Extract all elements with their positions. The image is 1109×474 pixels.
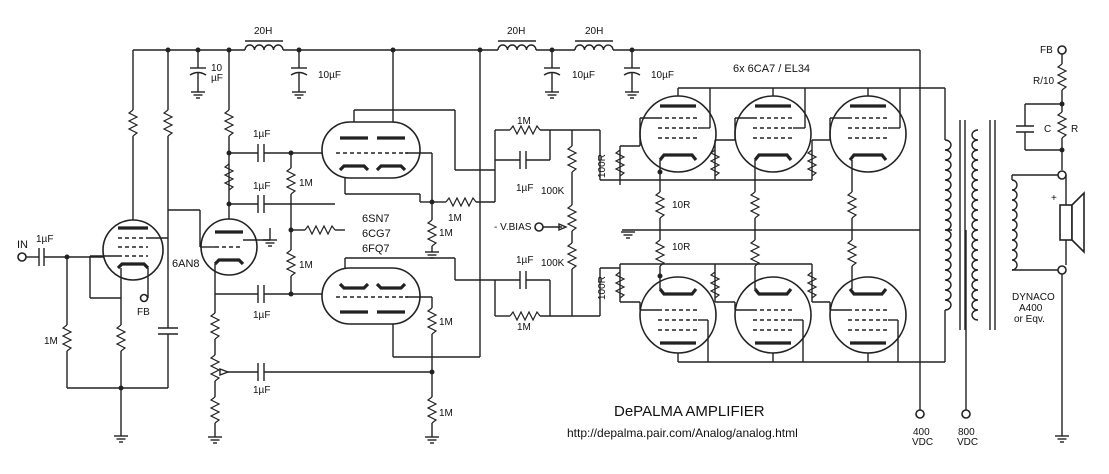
ps-label-2: 6CG7 — [362, 228, 391, 240]
supply-400-label-2: VDC — [912, 437, 933, 448]
coupling-cap-b-label: 1µF — [253, 181, 270, 192]
driver-tube-label: 6AN8 — [172, 258, 200, 270]
v-bias-terminal — [534, 222, 544, 232]
supply-terminals: 400 VDC 800 VDC — [912, 409, 978, 448]
phase-splitter-tube-top: 1M 1M — [321, 50, 495, 259]
choke-right-label: 20H — [585, 26, 603, 37]
ps-resistor-a-label: 1M — [299, 178, 313, 189]
fb-r10-label: R/10 — [1033, 76, 1055, 87]
cathode-10r-top-label: 10R — [672, 200, 690, 211]
fb-out-label: FB — [1040, 45, 1053, 56]
filter-cap-1: 10 µF — [189, 50, 223, 99]
input-label: IN — [17, 239, 28, 251]
coupling-caps-driver: 1µF 1µF 1µF 1M 1M — [215, 129, 345, 321]
output-tubes-bottom: 10R 100R — [597, 230, 946, 363]
supply-400-label-1: 400 — [913, 427, 930, 438]
coupling-cap-a-label: 1µF — [253, 129, 270, 140]
filter-cap-2-label: 10µF — [318, 70, 341, 81]
fb-r-label: R — [1071, 124, 1078, 135]
fb-out-terminal — [1057, 45, 1067, 55]
input-resistor-label: 1M — [44, 336, 58, 347]
supply-800-label-1: 800 — [958, 427, 975, 438]
filter-cap-4: 10µF — [623, 50, 674, 99]
fb-driver-label: FB — [137, 307, 150, 318]
ps-resistor-b-label: 1M — [299, 260, 313, 271]
choke-mid: 20H — [497, 26, 537, 51]
diagram-url: http://depalma.pair.com/Analog/analog.ht… — [567, 426, 798, 440]
choke-left-label: 20H — [254, 26, 272, 37]
grid-100r-bot-label: 100R — [597, 276, 608, 300]
ps-label-3: 6FQ7 — [362, 243, 390, 255]
cathode-10r-bot-label: 10R — [672, 242, 690, 253]
fb-driver-terminal — [139, 293, 149, 303]
coupling-cap-e-label: 1µF — [516, 255, 533, 266]
fb-c-label: C — [1044, 124, 1051, 135]
supply-400-terminal — [915, 409, 925, 419]
coupling-cap-g-label: 1µF — [253, 385, 270, 396]
transformer-label-3: or Eqv. — [1014, 314, 1045, 325]
output-transformer: DYNACO A400 or Eqv. — [944, 120, 1062, 410]
input-section: IN 1µF 1M — [17, 234, 168, 443]
coupling-cap-d-label: 1µF — [516, 183, 533, 194]
diagram-title: DePALMA AMPLIFIER — [614, 403, 765, 420]
bias-resistor-bottom-label-2: 1M — [517, 322, 531, 333]
filter-cap-3-label: 10µF — [572, 70, 595, 81]
phase-splitter-tube-bottom: 1M 1M — [321, 50, 495, 444]
speaker-icon — [1059, 204, 1073, 241]
choke-mid-label: 20H — [507, 26, 525, 37]
ps-label-1: 6SN7 — [362, 213, 390, 225]
input-terminal — [17, 252, 27, 262]
ps-resistor-d-label: 1M — [448, 213, 462, 224]
filter-cap-4-label: 10µF — [651, 70, 674, 81]
bias-resistor-bottom-label: 1M — [439, 408, 453, 419]
choke-left: 20H — [244, 26, 284, 51]
filter-cap-3: 10µF — [543, 50, 595, 99]
filter-cap-1-value: 10 — [211, 63, 223, 74]
ps-resistor-c-label: 1M — [439, 228, 453, 239]
v-bias-label: - V.BIAS — [494, 222, 532, 233]
phase-splitter-labels: 6SN7 6CG7 6FQ7 — [362, 213, 391, 255]
supply-800-terminal — [961, 409, 971, 419]
driver-tube-triode: 1µF — [168, 50, 432, 444]
choke-right: 20H — [574, 26, 614, 51]
driver-tube-6an8: FB 6AN8 — [89, 50, 200, 388]
coupling-cap-c-label: 1µF — [253, 310, 270, 321]
output-tubes-top: 6x 6CA7 / EL34 100R — [597, 63, 946, 230]
filter-cap-2: 10µF — [290, 50, 341, 99]
coupling-cap-in-label: 1µF — [36, 234, 53, 245]
speaker-plus-label: + — [1051, 193, 1057, 204]
bias-network: 1M 1µF 100K 100K - V.BIAS 1µF 1M — [494, 116, 920, 333]
filter-cap-1-unit: µF — [211, 73, 223, 84]
bias-100k-top-label: 100K — [541, 186, 565, 197]
bias-100k-bot-label: 100K — [541, 258, 565, 269]
transformer-label-1: DYNACO — [1012, 292, 1055, 303]
supply-800-label-2: VDC — [957, 437, 978, 448]
output-tube-label: 6x 6CA7 / EL34 — [733, 63, 810, 75]
bias-resistor-top-label: 1M — [517, 116, 531, 127]
grid-100r-top-label: 100R — [597, 154, 608, 178]
speaker-feedback-network: FB R/10 C R + — [1016, 45, 1085, 443]
ps-resistor-e-label: 1M — [439, 317, 453, 328]
transformer-label-2: A400 — [1019, 303, 1043, 314]
